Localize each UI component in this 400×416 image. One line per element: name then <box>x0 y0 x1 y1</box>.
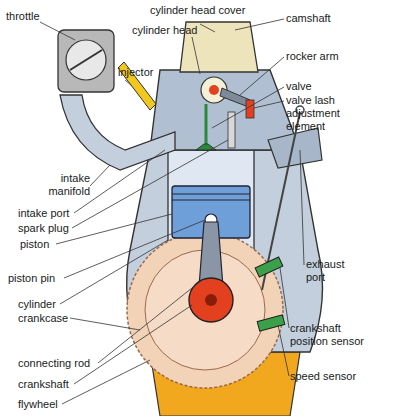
part-label: valve lash adjustment element <box>286 94 362 133</box>
leader-line <box>240 57 284 95</box>
piston-ring <box>172 194 250 195</box>
spark-plug-shape <box>228 112 235 148</box>
leader-line <box>192 37 200 74</box>
part-label: flywheel <box>18 398 88 411</box>
part-label: crankcase <box>18 312 88 325</box>
throttle-plate <box>70 50 102 70</box>
leader-line <box>254 101 284 108</box>
part-label: crankshaft position sensor <box>290 322 380 348</box>
leader-line <box>70 318 140 330</box>
camshaft-center <box>209 85 219 95</box>
leader-line <box>56 214 172 244</box>
part-label: spark plug <box>18 222 88 235</box>
part-label: injector <box>118 66 178 79</box>
leader-line <box>72 140 228 228</box>
part-label: intake port <box>18 207 88 220</box>
leader-line <box>278 325 289 376</box>
part-label: cylinder head <box>132 24 222 37</box>
part-label: rocker arm <box>286 50 366 63</box>
part-label: cylinder head cover <box>150 4 270 17</box>
leader-line <box>60 240 168 304</box>
crank-sensor-shape <box>255 257 283 277</box>
speed-sensor-shape <box>257 315 285 331</box>
leader-line <box>125 80 132 86</box>
part-label: connecting rod <box>18 357 108 370</box>
leader-line <box>64 220 205 278</box>
part-label: camshaft <box>286 12 356 25</box>
part-label: throttle <box>6 10 66 23</box>
part-label: piston <box>20 238 80 251</box>
leader-line <box>280 268 289 328</box>
crankshaft-center <box>205 294 217 306</box>
intake-manifold-shape <box>60 95 175 170</box>
throttle-body <box>58 30 114 92</box>
part-label: intake manifold <box>34 172 90 198</box>
leader-line <box>200 24 215 32</box>
part-label: speed sensor <box>290 370 380 383</box>
part-label: valve <box>286 80 346 93</box>
leader-line <box>90 165 110 186</box>
leader-line <box>212 87 284 128</box>
valve-head <box>196 144 216 150</box>
part-label: piston pin <box>8 272 78 285</box>
leader-line <box>74 305 192 384</box>
leader-line <box>98 280 202 363</box>
throttle-bore <box>66 40 106 80</box>
lash-element-shape <box>246 100 254 118</box>
valve-stem <box>205 104 208 146</box>
leader-line <box>300 150 304 265</box>
part-label: crankshaft <box>18 378 88 391</box>
piston-ring <box>172 200 250 201</box>
leader-line <box>40 22 75 40</box>
leader-lines <box>40 19 304 404</box>
leader-line <box>235 19 284 30</box>
part-label: cylinder <box>18 298 78 311</box>
part-label: exhaust port <box>306 258 358 284</box>
